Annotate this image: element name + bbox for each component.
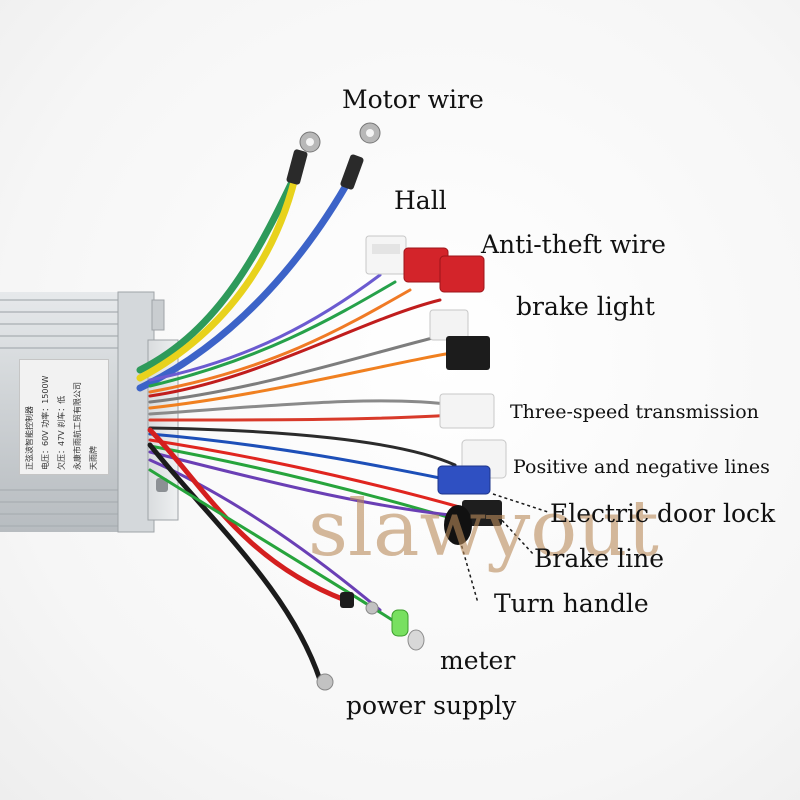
label-positive-negative-lines: Positive and negative lines [513, 456, 770, 478]
label-three-speed-transmission: Three-speed transmission [510, 401, 759, 423]
anti-theft-connector [403, 247, 485, 293]
label-brake-light: brake light [516, 292, 655, 321]
motor-wire-terminals [286, 122, 381, 190]
sticker-line-3: 欠压：47V 刹车：低 [57, 395, 66, 470]
controller-sticker: 正弦波智能控制器 电压：60V 功率：1500W 欠压：47V 刹车：低 永康市… [19, 359, 109, 475]
power-supply-terminals [316, 592, 379, 691]
electric-door-lock-connector [437, 465, 491, 495]
label-turn-handle: Turn handle [494, 589, 649, 618]
three-speed-connector [439, 393, 495, 429]
label-hall: Hall [394, 186, 447, 215]
label-meter: meter [440, 646, 516, 675]
label-motor-wire: Motor wire [342, 85, 484, 114]
sticker-line-1: 正弦波智能控制器 [25, 406, 34, 470]
hall-connector [365, 235, 407, 275]
label-anti-theft-wire: Anti-theft wire [481, 230, 666, 259]
wire-bundle [136, 161, 472, 683]
watermark: slawyout [308, 484, 659, 574]
label-power-supply: power supply [346, 691, 517, 720]
turn-handle-connector [444, 505, 472, 545]
sticker-line-5: 天雨牌 [89, 446, 98, 470]
brake-light-connector [429, 309, 490, 370]
brake-line-connector [462, 500, 502, 526]
sticker-line-4: 永康市雨航工贸有限公司 [73, 382, 82, 470]
meter-terminal [391, 609, 425, 651]
leader-lines [459, 493, 549, 604]
label-electric-door-lock: Electric door lock [550, 499, 776, 528]
sticker-line-2: 电压：60V 功率：1500W [41, 375, 50, 470]
label-brake-line: Brake line [534, 544, 665, 573]
